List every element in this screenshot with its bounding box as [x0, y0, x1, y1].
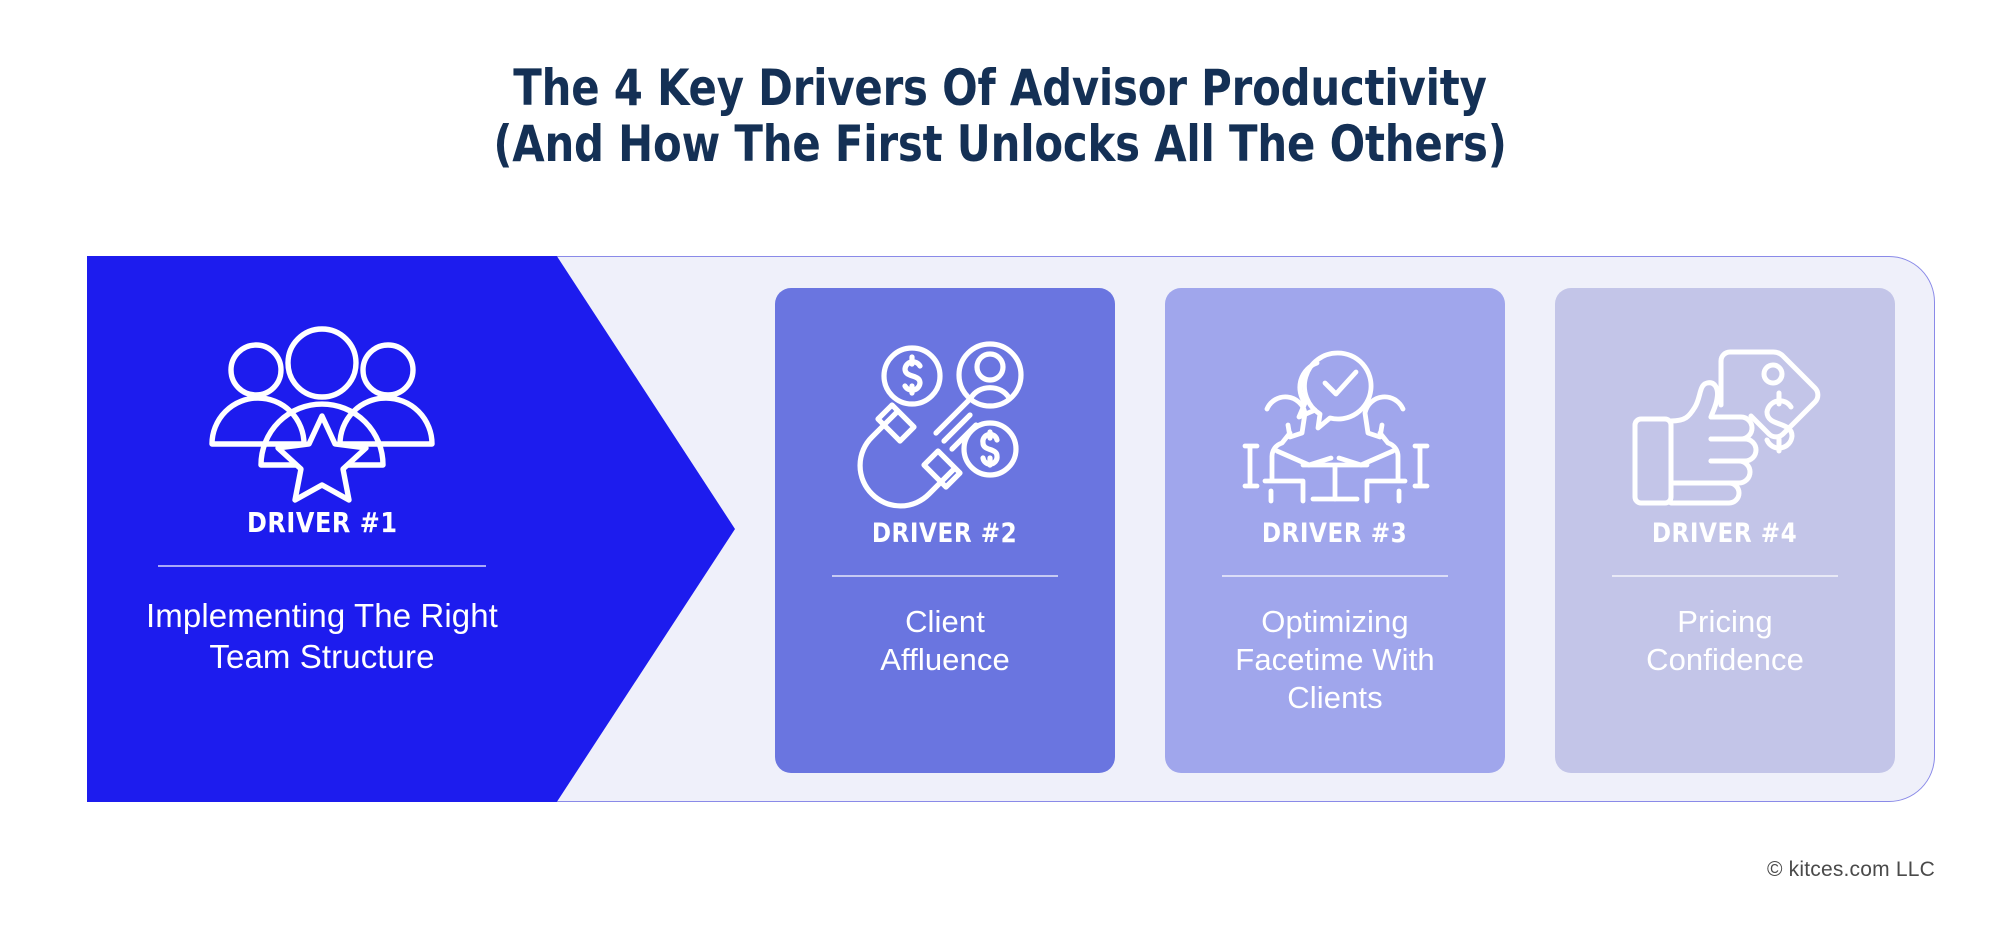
- client-meeting-conversation-icon: [1165, 328, 1505, 518]
- driver-3-text-line-1: Optimizing: [1261, 604, 1409, 639]
- driver-2-text-line-1: Client: [905, 604, 985, 639]
- magnet-attracting-money-and-client-icon: [775, 328, 1115, 518]
- team-with-star-icon: [87, 306, 557, 506]
- driver-1-text-line-1: Implementing The Right: [146, 597, 498, 634]
- driver-4-card[interactable]: DRIVER #4 Pricing Confidence: [1555, 288, 1895, 773]
- driver-2-card[interactable]: DRIVER #2 Client Affluence: [775, 288, 1115, 773]
- driver-4-label: DRIVER #4: [1652, 518, 1798, 549]
- page-title: The 4 Key Drivers Of Advisor Productivit…: [0, 60, 2000, 172]
- driver-2-text-line-2: Affluence: [880, 642, 1010, 677]
- thumbs-up-price-tag-icon: [1555, 328, 1895, 518]
- driver-4-text-line-2: Confidence: [1646, 642, 1804, 677]
- driver-3-divider: [1222, 575, 1448, 577]
- driver-3-card[interactable]: DRIVER #3 Optimizing Facetime With Clien…: [1165, 288, 1505, 773]
- driver-3-label: DRIVER #3: [1262, 518, 1408, 549]
- driver-2-label: DRIVER #2: [872, 518, 1018, 549]
- driver-1-content: DRIVER #1 Implementing The Right Team St…: [87, 256, 557, 802]
- driver-3-text-line-2: Facetime With: [1235, 642, 1435, 677]
- driver-2-divider: [832, 575, 1058, 577]
- title-line-1: The 4 Key Drivers Of Advisor Productivit…: [513, 59, 1487, 117]
- driver-1-label: DRIVER #1: [246, 506, 398, 539]
- driver-3-text: Optimizing Facetime With Clients: [1221, 603, 1448, 717]
- driver-2-text: Client Affluence: [866, 603, 1024, 679]
- driver-1-divider: [158, 565, 486, 567]
- title-line-2: (And How The First Unlocks All The Other…: [493, 115, 1507, 173]
- driver-1-text-line-2: Team Structure: [209, 638, 435, 675]
- driver-3-text-line-3: Clients: [1287, 680, 1383, 715]
- copyright-notice: © kitces.com LLC: [1766, 858, 1935, 881]
- driver-4-divider: [1612, 575, 1838, 577]
- driver-1-text: Implementing The Right Team Structure: [126, 595, 518, 677]
- driver-4-text: Pricing Confidence: [1632, 603, 1818, 679]
- driver-4-text-line-1: Pricing: [1677, 604, 1773, 639]
